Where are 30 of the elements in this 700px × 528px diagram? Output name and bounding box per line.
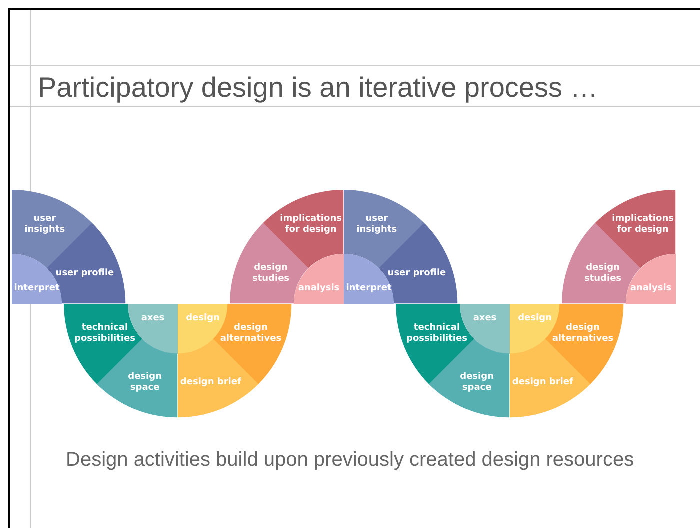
- segment-label: analysis: [297, 284, 341, 294]
- segment-label: design: [517, 314, 553, 324]
- segment-label: design studies: [251, 262, 291, 285]
- wedge-segment: [344, 190, 425, 269]
- wedge-segment: [626, 254, 676, 304]
- segment-label: design studies: [583, 262, 623, 285]
- segment-label: user insights: [24, 214, 66, 236]
- caption: Design activities build upon previously created design resources: [66, 449, 634, 472]
- segment-label: interpret: [13, 284, 61, 294]
- segment-label: design brief: [180, 378, 242, 389]
- segment-label: implications for design: [280, 214, 342, 236]
- segment-label: interpret: [345, 284, 393, 294]
- segment-label: analysis: [629, 284, 673, 294]
- segment-label: design: [185, 314, 221, 324]
- segment-label: design space: [127, 372, 163, 394]
- slide-title: Participatory design is an iterative process …: [38, 72, 598, 104]
- wedge-segment: [12, 190, 93, 269]
- segment-label: technical possibilities: [74, 323, 136, 346]
- segment-label: user insights: [356, 214, 398, 236]
- segment-label: user profile: [386, 268, 448, 280]
- wedge-segment: [294, 254, 344, 304]
- segment-label: implications for design: [612, 214, 674, 236]
- segment-label: axes: [472, 314, 498, 324]
- segment-label: technical possibilities: [406, 323, 468, 346]
- segment-label: design alternatives: [552, 323, 614, 346]
- segment-label: axes: [140, 314, 166, 324]
- segment-label: design space: [459, 372, 495, 394]
- segment-label: user profile: [54, 268, 116, 280]
- segment-label: design alternatives: [220, 323, 282, 346]
- segment-label: design brief: [512, 378, 574, 389]
